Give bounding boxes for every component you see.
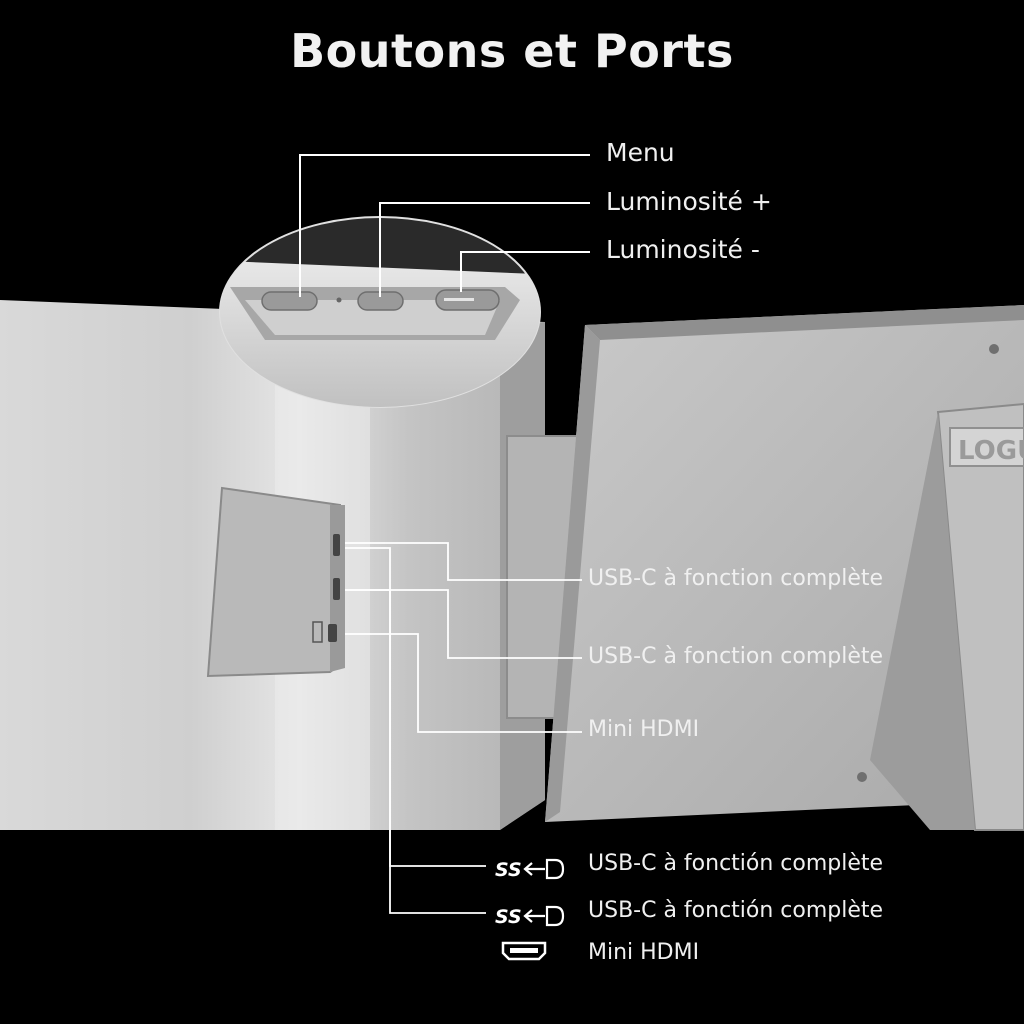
button-label-brightness-up: Luminosité + (606, 187, 772, 216)
superspeed-usb-icon: SS (495, 858, 565, 881)
legend-label-mini-hdmi: Mini HDMI (588, 940, 700, 965)
svg-text:SS: SS (495, 859, 522, 881)
legend-label-usbc-1: USB-C à fonctión complète (588, 851, 884, 876)
button-leader-lines (299, 154, 590, 297)
port-leader-lines (345, 542, 582, 914)
port-label-usbc-2: USB-C à fonction complète (588, 644, 884, 669)
menu-button[interactable] (261, 291, 318, 311)
right-monitor: LOGU (545, 305, 1024, 831)
svg-text:SS: SS (495, 906, 522, 928)
brand-logo-text: LOGU (958, 436, 1024, 466)
superspeed-usb-icon: SS (495, 905, 565, 928)
mini-hdmi-port-icon (501, 941, 547, 961)
port-label-usbc-1: USB-C à fonction complète (588, 566, 884, 591)
port-label-mini-hdmi: Mini HDMI (588, 717, 700, 742)
page-title: Boutons et Ports (290, 24, 734, 78)
button-label-brightness-down: Luminosité - (606, 235, 760, 264)
legend-label-usbc-2: USB-C à fonctión complète (588, 898, 884, 923)
button-label-menu: Menu (606, 138, 675, 167)
